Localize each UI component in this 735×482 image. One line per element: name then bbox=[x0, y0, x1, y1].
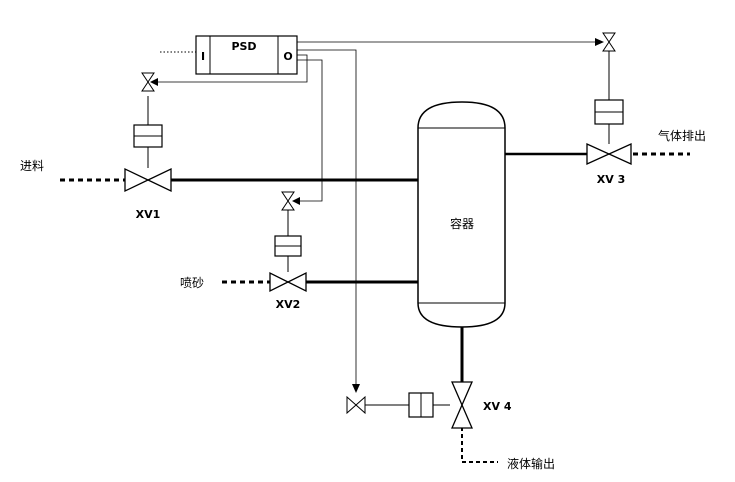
psd-output-port-label: O bbox=[283, 50, 292, 63]
xv1-body-left bbox=[124, 167, 150, 193]
liquid-out-label: 液体输出 bbox=[507, 456, 555, 471]
liquid-stream-dotted bbox=[461, 427, 498, 463]
external-streams bbox=[60, 152, 690, 284]
xv1-body-right bbox=[146, 167, 172, 193]
arrow-xv4 bbox=[352, 384, 360, 393]
signal-arrowheads bbox=[150, 38, 604, 393]
xv1-solenoid-top bbox=[141, 72, 155, 83]
xv2-body-right bbox=[286, 271, 307, 293]
xv4-tag: XV 4 bbox=[483, 400, 512, 413]
signal-line-xv1 bbox=[152, 54, 308, 83]
valve-xv2: XV2 bbox=[269, 191, 307, 311]
xv1-tag: XV1 bbox=[136, 208, 161, 221]
psd-controller: I PSD O bbox=[160, 35, 298, 75]
valve-xv3: XV 3 bbox=[586, 32, 632, 186]
sand-jet-label: 喷砂 bbox=[180, 276, 204, 290]
xv2-tag: XV2 bbox=[276, 298, 301, 311]
vessel: 容器 bbox=[417, 101, 506, 328]
xv4-body-top bbox=[451, 381, 473, 407]
gas-out-label: 气体排出 bbox=[658, 128, 706, 143]
xv4-solenoid-right bbox=[355, 395, 366, 415]
feed-label: 进料 bbox=[20, 159, 44, 173]
xv3-tag: XV 3 bbox=[597, 173, 625, 186]
arrow-xv3 bbox=[595, 38, 604, 46]
signal-line-xv2 bbox=[295, 59, 323, 202]
xv3-solenoid-top bbox=[602, 32, 616, 43]
xv4-solenoid-left bbox=[346, 395, 357, 415]
valve-xv4: XV 4 bbox=[346, 381, 512, 429]
xv3-body-left bbox=[586, 142, 611, 166]
psd-title: PSD bbox=[231, 40, 256, 53]
psd-input-port-label: I bbox=[201, 50, 205, 63]
arrow-xv2 bbox=[292, 197, 300, 205]
arrow-xv1 bbox=[150, 78, 158, 86]
signal-line-xv4 bbox=[297, 49, 357, 390]
xv1-solenoid-bottom bbox=[141, 81, 155, 92]
xv3-solenoid-bottom bbox=[602, 41, 616, 52]
vessel-body bbox=[417, 101, 506, 328]
valve-xv1: XV1 bbox=[124, 72, 172, 221]
xv4-body-bottom bbox=[451, 403, 473, 429]
signal-lines bbox=[152, 41, 600, 390]
xv2-body-left bbox=[269, 271, 290, 293]
psd-box bbox=[195, 35, 298, 75]
process-piping bbox=[170, 152, 587, 382]
vessel-label: 容器 bbox=[450, 216, 474, 231]
xv2-solenoid-bottom bbox=[281, 200, 295, 211]
xv3-body-right bbox=[607, 142, 632, 166]
xv2-solenoid-top bbox=[281, 191, 295, 202]
